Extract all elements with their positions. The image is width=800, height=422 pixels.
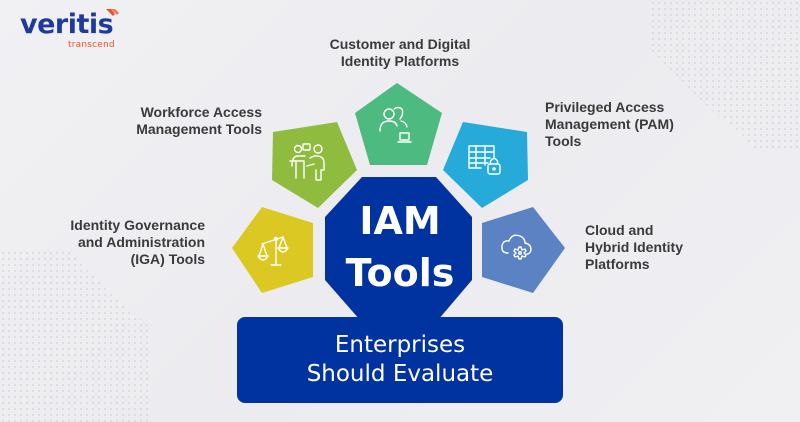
label-line: Platforms	[585, 256, 650, 272]
logo-chevron-icon	[106, 9, 119, 16]
label-line: Tools	[545, 133, 582, 149]
label-pam: Privileged Access Management (PAM) Tools	[545, 99, 705, 150]
pentagon-workforce-access	[272, 122, 357, 208]
pentagon-iga	[232, 207, 313, 293]
center-title-line1: IAM	[359, 199, 441, 243]
center-octagon	[325, 177, 472, 320]
brand-name: veritis	[20, 9, 114, 40]
users-laptop-icon	[379, 106, 412, 143]
label-line: Management Tools	[136, 121, 262, 137]
label-line: (IGA) Tools	[130, 251, 205, 267]
label-line: Customer and Digital	[329, 36, 471, 52]
footer-line1: Enterprises	[334, 332, 466, 358]
label-line: Cloud and	[585, 222, 654, 238]
label-line: Privileged Access	[545, 99, 665, 115]
pentagon-customer-digital-identity	[355, 83, 442, 165]
scales-icon	[257, 236, 289, 266]
label-line: Workforce Access	[140, 104, 262, 120]
center-title-line2: Tools	[345, 251, 455, 295]
label-customer-digital-identity: Customer and Digital Identity Platforms	[300, 36, 500, 70]
footer-line2: Should Evaluate	[306, 361, 494, 387]
label-line: Identity Platforms	[340, 53, 460, 69]
brand-tagline: transcend	[68, 40, 115, 50]
center-title: IAM Tools	[325, 195, 475, 299]
label-cloud-hybrid: Cloud and Hybrid Identity Platforms	[585, 222, 735, 273]
label-iga: Identity Governance and Administration (…	[40, 217, 205, 268]
label-line: and Administration	[77, 234, 205, 250]
cloud-gear-icon	[501, 234, 532, 260]
table-lock-icon	[468, 145, 501, 175]
brand-logo: veritis transcend	[20, 9, 119, 50]
label-line: Management (PAM)	[545, 116, 674, 132]
label-line: Identity Governance	[70, 217, 205, 233]
label-line: Hybrid Identity	[585, 239, 684, 255]
label-workforce-access: Workforce Access Management Tools	[80, 104, 262, 138]
pentagon-cloud-hybrid	[482, 207, 565, 293]
footer-banner: Enterprises Should Evaluate	[237, 317, 563, 403]
pentagon-pam	[443, 122, 528, 208]
presenter-icon	[289, 143, 325, 181]
